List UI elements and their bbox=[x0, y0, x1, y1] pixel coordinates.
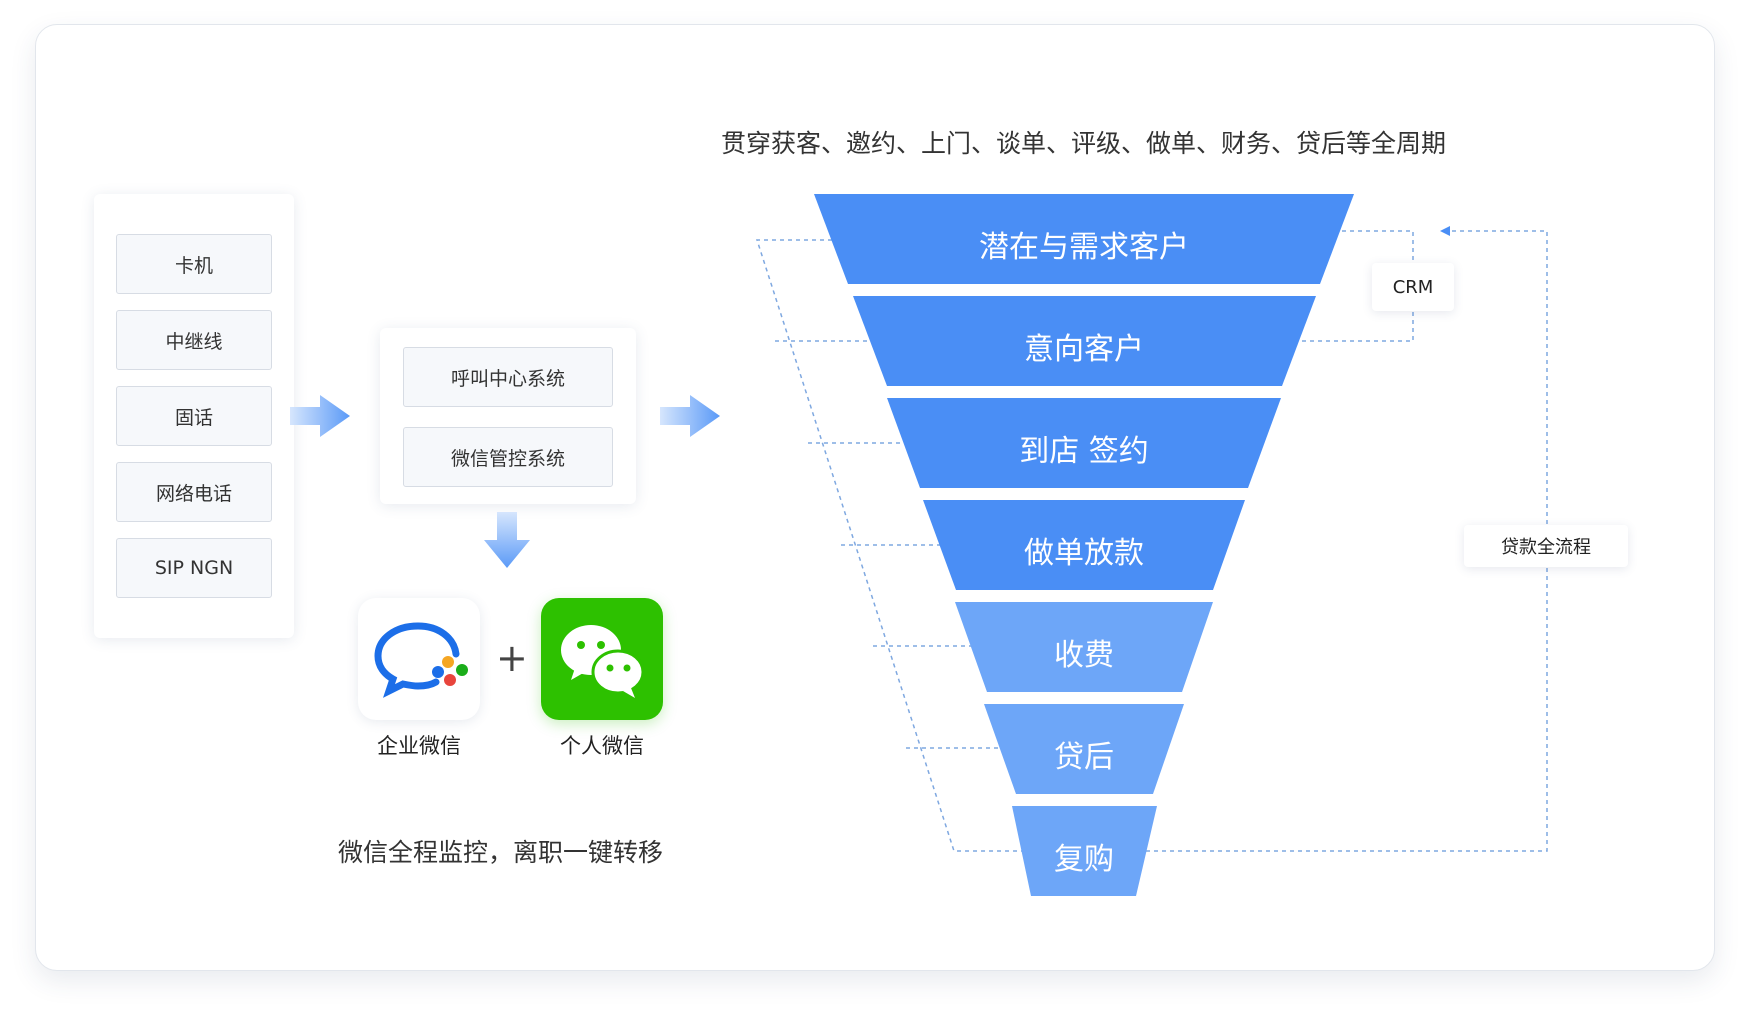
lifecycle-headline: 贯穿获客、邀约、上门、谈单、评级、做单、财务、贷后等全周期 bbox=[721, 129, 1447, 158]
funnel-label: 到店 签约 bbox=[1019, 434, 1149, 469]
source-item: 中继线 bbox=[116, 310, 272, 370]
enterprise-wechat-label: 企业微信 bbox=[377, 734, 461, 758]
funnel-stage-potential bbox=[814, 194, 1354, 284]
arrow-down-icon bbox=[484, 512, 530, 568]
funnel-label: 意向客户 bbox=[1024, 332, 1144, 367]
wechat-icon bbox=[541, 598, 663, 720]
systems-panel: 呼叫中心系统 微信管控系统 bbox=[380, 328, 636, 504]
funnel-label: 做单放款 bbox=[1024, 536, 1144, 571]
arrow-right-icon bbox=[290, 395, 350, 437]
source-item: 网络电话 bbox=[116, 462, 272, 522]
call-center-system: 呼叫中心系统 bbox=[403, 347, 613, 407]
source-item: SIP NGN bbox=[116, 538, 272, 598]
source-item: 固话 bbox=[116, 386, 272, 446]
wechat-control-system: 微信管控系统 bbox=[403, 427, 613, 487]
funnel-label: 复购 bbox=[1054, 842, 1114, 877]
crm-tag: CRM bbox=[1372, 263, 1454, 311]
funnel-stage-repurchase bbox=[1012, 806, 1157, 896]
funnel-label: 收费 bbox=[1054, 638, 1114, 673]
arrow-right-icon bbox=[660, 395, 720, 437]
funnel-stage-signing bbox=[887, 398, 1281, 488]
source-item: 卡机 bbox=[116, 234, 272, 294]
funnel-stage-fee bbox=[955, 602, 1213, 692]
sources-panel: 卡机 中继线 固话 网络电话 SIP NGN bbox=[94, 194, 294, 638]
funnel-label: 潜在与需求客户 bbox=[979, 230, 1189, 265]
diagram-card bbox=[35, 24, 1715, 971]
funnel-label: 贷后 bbox=[1054, 740, 1114, 775]
wechat-monitor-caption: 微信全程监控，离职一键转移 bbox=[338, 838, 664, 867]
loan-process-tag: 贷款全流程 bbox=[1464, 525, 1628, 567]
plus-sign: + bbox=[496, 636, 528, 680]
funnel-stage-loan bbox=[923, 500, 1245, 590]
funnel-stage-intent bbox=[853, 296, 1316, 386]
personal-wechat-label: 个人微信 bbox=[560, 734, 644, 758]
funnel-stage-postloan bbox=[984, 704, 1184, 794]
enterprise-wechat-icon bbox=[358, 598, 480, 720]
